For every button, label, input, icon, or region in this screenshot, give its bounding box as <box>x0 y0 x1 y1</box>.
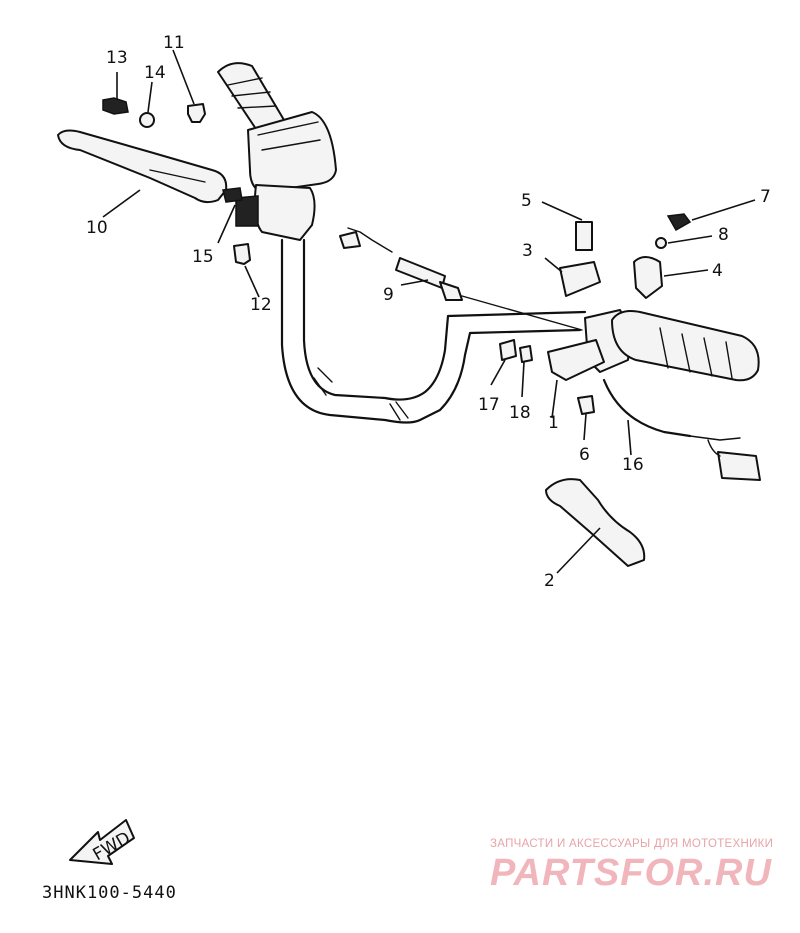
handlebar-tube <box>280 238 587 424</box>
callout-5: 5 <box>521 191 532 211</box>
leader-lines <box>102 49 756 574</box>
watermark-brand: PARTSFOR.RU <box>490 852 772 894</box>
callout-16: 16 <box>622 455 644 475</box>
callout-2: 2 <box>544 571 555 591</box>
cable-9 <box>339 227 583 331</box>
callout-10: 10 <box>86 218 108 238</box>
callout-17: 17 <box>478 395 500 415</box>
right-grip <box>611 310 760 382</box>
callout-11: 11 <box>163 33 185 53</box>
diagram-code: 3HNK100-5440 <box>42 883 177 903</box>
callout-6: 6 <box>579 445 590 465</box>
watermark-tagline: ЗАПЧАСТИ И АКСЕССУАРЫ ДЛЯ МОТОТЕХНИКИ <box>490 838 774 850</box>
callout-7: 7 <box>760 187 771 207</box>
callout-14: 14 <box>144 63 166 83</box>
cable-16 <box>602 378 761 481</box>
clutch-lever <box>545 478 646 567</box>
front-brake-lever <box>57 129 228 204</box>
callout-13: 13 <box>106 48 128 68</box>
left-hardware <box>102 97 251 265</box>
callout-9: 9 <box>383 285 394 305</box>
left-grip-assembly <box>217 62 337 241</box>
callout-4: 4 <box>712 261 723 281</box>
callout-12: 12 <box>250 295 272 315</box>
callout-3: 3 <box>522 241 533 261</box>
callout-15: 15 <box>192 247 214 267</box>
callout-8: 8 <box>718 225 729 245</box>
right-control-assembly <box>499 213 692 415</box>
callout-18: 18 <box>509 403 531 423</box>
callout-1: 1 <box>548 413 559 433</box>
fwd-arrow-icon: FWD <box>69 819 135 865</box>
